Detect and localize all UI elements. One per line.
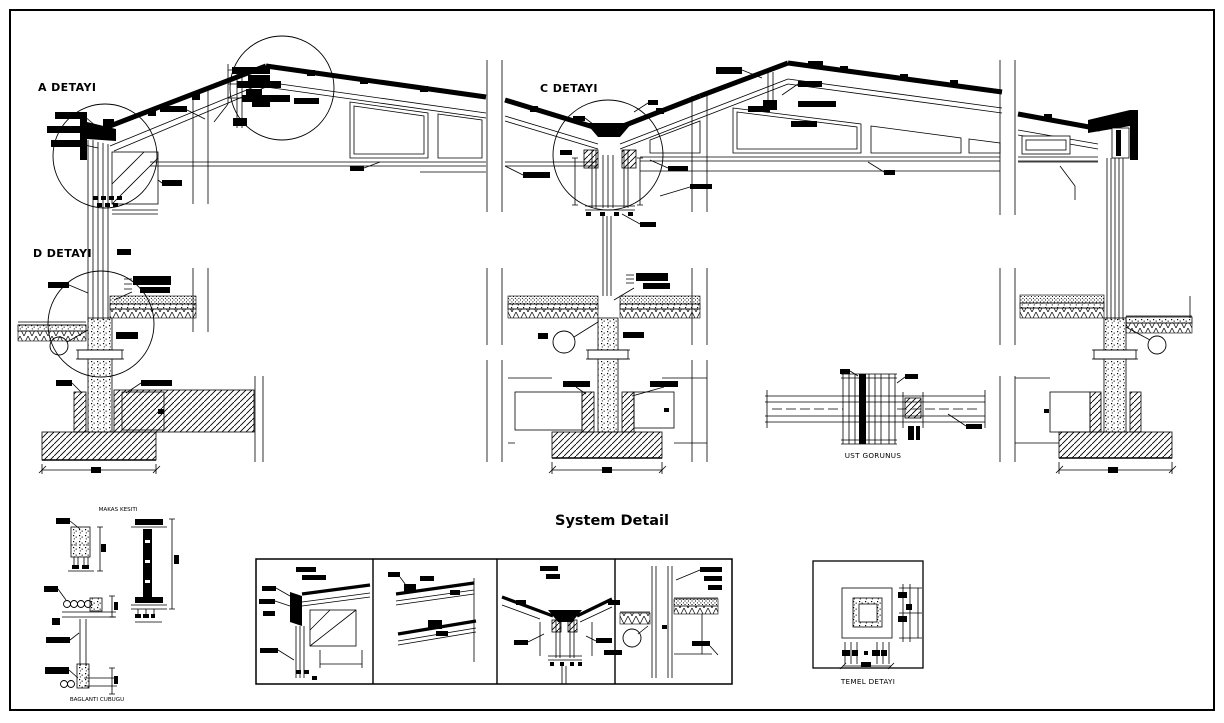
truss-top-chords — [109, 78, 1099, 152]
break-lines — [192, 60, 1016, 462]
left-eave-assembly — [80, 112, 159, 320]
center-foundation — [508, 273, 707, 474]
drain-pipe-circle-left — [49, 336, 69, 356]
roof-bands — [96, 60, 1101, 137]
detail-circle-d — [47, 270, 155, 378]
floor-slabs — [17, 294, 1193, 342]
detail-panels-strip — [255, 558, 733, 685]
right-eave-assembly — [1018, 110, 1138, 320]
left-foundation — [38, 317, 255, 474]
tie-rod-label: BAGLANTI CUBUGU — [70, 697, 124, 703]
main-cross-section — [17, 35, 1193, 474]
truss-bottom-chords — [150, 156, 1098, 173]
system-detail-title: System Detail — [555, 513, 669, 529]
detail-d-label: D DETAYI — [33, 247, 92, 260]
panel-valley-detail — [501, 566, 622, 684]
valley-column-connection — [572, 149, 643, 296]
sheet-border — [9, 9, 1215, 711]
annotation-bars — [47, 64, 895, 394]
panel-purlin-detail — [388, 572, 477, 662]
drain-pipe-circle-right — [1147, 335, 1167, 355]
foundation-plan-detail: TEMEL DETAYI — [812, 560, 924, 686]
foundation-detail-label: TEMEL DETAYI — [840, 677, 895, 686]
truss-panels — [349, 101, 1071, 159]
detail-circle-a — [52, 103, 158, 209]
detail-c-label: C DETAYI — [540, 82, 598, 95]
top-view-label: UST GORUNUS — [845, 451, 902, 460]
panel-ground-detail — [619, 566, 722, 678]
truss-section-detail: MAKAS KESITI — [56, 507, 179, 623]
detail-circle-c — [552, 99, 664, 211]
right-foundation — [1015, 317, 1177, 474]
detail-a-label: A DETAYI — [38, 81, 96, 94]
detail-circle-b — [229, 35, 335, 141]
truss-section-label: MAKAS KESITI — [99, 507, 138, 513]
bay2-purlin-detail — [716, 61, 836, 127]
panel-eave-detail — [259, 567, 371, 680]
tie-rod-detail: BAGLANTI CUBUGU — [44, 586, 124, 703]
drain-pipe-circle-center — [552, 330, 576, 354]
top-view-plan: UST GORUNUS — [765, 369, 986, 460]
